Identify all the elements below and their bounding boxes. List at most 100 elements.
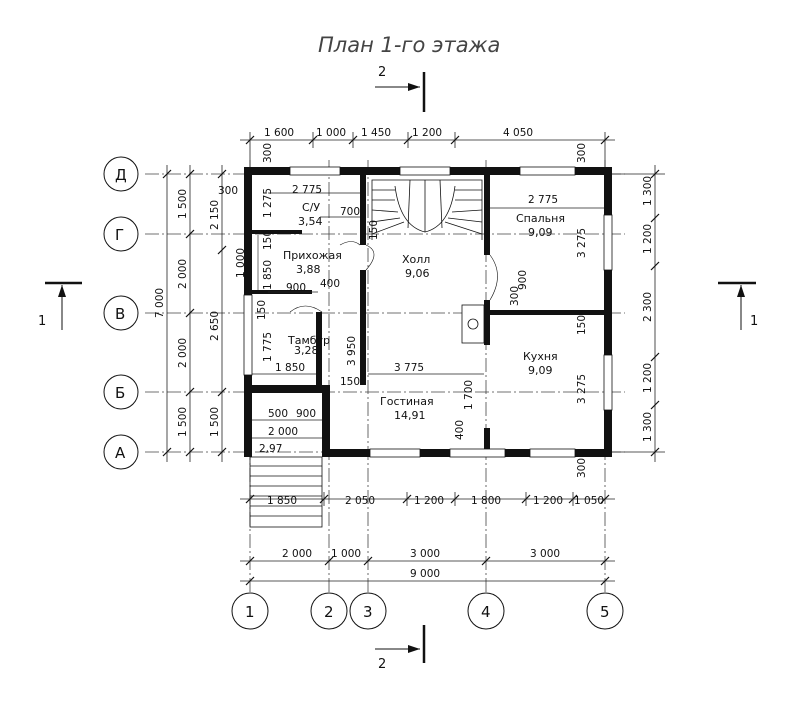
dim-bottom-r1-4: 1 800 (471, 495, 501, 507)
room-name-hallway: Прихожая (283, 249, 342, 262)
doors (257, 235, 498, 313)
section-label-bottom: 2 (378, 657, 386, 672)
section-mark-right: 1 (718, 281, 758, 330)
section-mark-top: 2 (375, 65, 426, 112)
dim-bottom-total: 9 000 (410, 568, 440, 580)
dim-inner-150b: 150 (256, 300, 268, 320)
dim-right-5: 1 300 (642, 412, 654, 442)
staircase (371, 179, 483, 240)
dim-right-1: 1 300 (642, 176, 654, 206)
axis-number-2: 2 (324, 603, 334, 621)
dim-inner-300c: 300 (576, 143, 588, 163)
room-area-wc: 3,54 (298, 215, 323, 228)
dim-inner-1850b: 1 850 (275, 362, 305, 374)
dim-bottom-r1-3: 1 200 (414, 495, 444, 507)
room-name-kitchen: Кухня (523, 350, 558, 363)
dim-inner-900b: 900 (296, 408, 316, 420)
dim-inner-300e: 300 (509, 286, 521, 306)
room-area-hallway: 3,88 (296, 263, 321, 276)
dim-left-outer-2: 2 000 (177, 259, 189, 289)
room-area-vestibule: 3,28 (294, 344, 319, 357)
dim-bottom-r1-1: 1 850 (267, 495, 297, 507)
axis-letter-a: А (115, 444, 126, 462)
dim-inner-3950: 3 950 (346, 336, 358, 366)
section-label-right: 1 (750, 314, 758, 329)
dim-inner-150d: 150 (576, 315, 588, 335)
dim-inner-900c: 900 (517, 270, 529, 290)
dim-inner-1275: 1 275 (262, 188, 274, 218)
dim-inner-150a: 150 (262, 230, 274, 250)
dim-left-inner-1: 2 150 (209, 200, 221, 230)
plan-title: План 1-го этажа (318, 33, 500, 57)
room-name-hall: Холл (402, 253, 430, 266)
dim-bottom-r2-1: 2 000 (282, 548, 312, 560)
axis-letter-d: Д (115, 166, 127, 184)
dim-top-3: 1 450 (361, 127, 391, 139)
dim-inner-900a: 900 (286, 282, 306, 294)
dimension-chain-left: 7 000 1 500 2 000 2 000 1 500 2 150 2 65… (154, 165, 247, 462)
room-name-wc: С/У (302, 201, 320, 214)
dim-right-3: 2 300 (642, 292, 654, 322)
dim-left-outer-1: 1 500 (177, 189, 189, 219)
dim-left-outer-4: 1 500 (177, 407, 189, 437)
dim-inner-2775a: 2 775 (292, 184, 322, 196)
dim-inner-400a: 400 (320, 278, 340, 290)
dim-inner-300a: 300 (218, 185, 238, 197)
dim-right-4: 1 200 (642, 363, 654, 393)
dim-inner-700: 700 (340, 206, 360, 218)
dim-inner-150e: 150 (368, 220, 380, 240)
dim-top-5: 4 050 (503, 127, 533, 139)
dim-inner-2775b: 2 775 (528, 194, 558, 206)
axis-number-4: 4 (481, 603, 491, 621)
room-area-bedroom: 9,09 (528, 226, 553, 239)
dim-inner-300d: 300 (576, 458, 588, 478)
dim-left-inner-2: 2 650 (209, 311, 221, 341)
dim-right-2: 1 200 (642, 224, 654, 254)
dim-bottom-r1-6: 1 050 (574, 495, 604, 507)
dim-inner-1775: 1 775 (262, 332, 274, 362)
axis-number-5: 5 (600, 603, 610, 621)
room-area-living: 14,91 (394, 409, 426, 422)
dim-inner-300b: 300 (262, 143, 274, 163)
porch-area: 2,97 (259, 443, 282, 455)
section-label-top: 2 (378, 65, 386, 80)
axis-letter-b: Б (115, 384, 125, 402)
room-area-hall: 9,06 (405, 267, 430, 280)
axis-bubbles-letters: Д Г В Б А (103, 156, 139, 470)
dim-inner-1850a: 1 850 (262, 260, 274, 290)
section-mark-bottom: 2 (375, 625, 426, 672)
dim-inner-1700: 1 700 (463, 380, 475, 410)
room-name-vestibule: Тамбур (287, 334, 330, 347)
room-labels: С/У 3,54 Прихожая 3,88 Холл 9,06 Спальня… (259, 201, 565, 455)
dim-left-inner-3: 1 500 (209, 407, 221, 437)
dim-bottom-r2-2: 1 000 (331, 548, 361, 560)
dim-inner-3775: 3 775 (394, 362, 424, 374)
dim-bottom-r2-3: 3 000 (410, 548, 440, 560)
section-label-left: 1 (38, 314, 46, 329)
axis-number-1: 1 (245, 603, 255, 621)
room-area-kitchen: 9,09 (528, 364, 553, 377)
axis-letter-v: В (115, 305, 125, 323)
chimney-icon (461, 304, 485, 344)
dim-top-4: 1 200 (412, 127, 442, 139)
axis-bubbles-numbers: 1 2 3 4 5 (231, 592, 624, 630)
dim-bottom-r1-5: 1 200 (533, 495, 563, 507)
dim-inner-150c: 150 (340, 376, 360, 388)
dim-inner-400b: 400 (454, 420, 466, 440)
room-name-bedroom: Спальня (516, 212, 565, 225)
dim-left-total: 7 000 (154, 288, 166, 318)
room-name-living: Гостиная (380, 395, 434, 408)
dim-inner-500: 500 (268, 408, 288, 420)
dim-top-1: 1 600 (264, 127, 294, 139)
axis-number-3: 3 (363, 603, 373, 621)
dimension-chain-bottom: 1 850 2 050 1 200 1 800 1 200 1 050 2 00… (240, 492, 615, 586)
dim-bottom-r1-2: 2 050 (345, 495, 375, 507)
dimension-chain-top: 1 600 1 000 1 450 1 200 4 050 (240, 127, 615, 170)
dim-inner-3275b: 3 275 (576, 374, 588, 404)
dim-inner-2000: 2 000 (268, 426, 298, 438)
axis-letter-g: Г (115, 226, 124, 244)
dim-left-outer-3: 2 000 (177, 338, 189, 368)
dimension-chain-right: 1 300 1 200 2 300 1 200 1 300 (610, 165, 665, 462)
section-mark-left: 1 (38, 281, 82, 330)
